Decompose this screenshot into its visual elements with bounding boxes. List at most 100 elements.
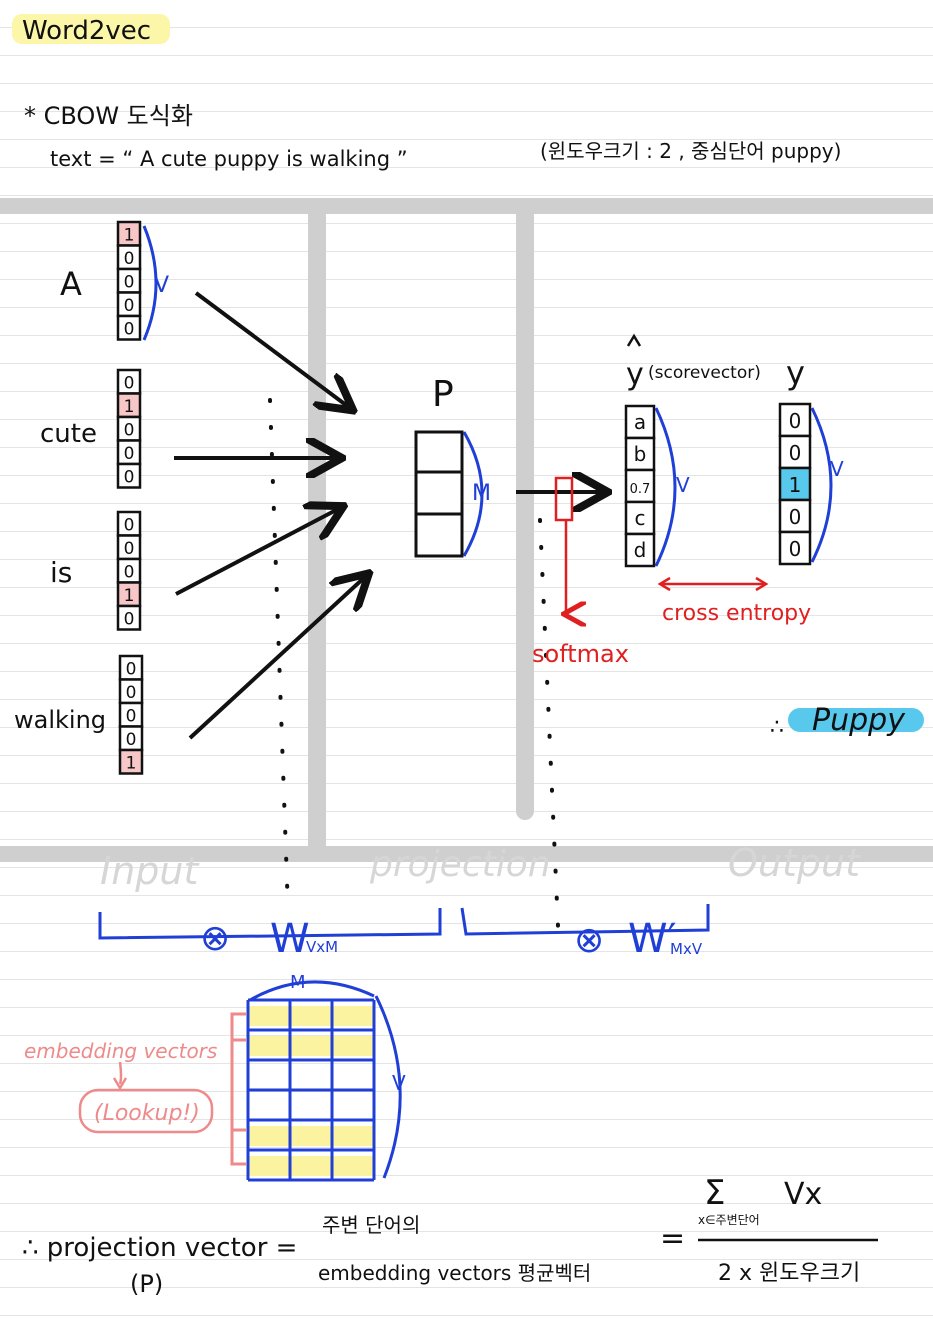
result-highlight [788, 708, 924, 732]
onehot-value: 0 [124, 319, 135, 339]
onehot-value: 0 [126, 659, 137, 679]
matrix-row-highlight [248, 1036, 374, 1056]
w-otimes: ⊗ [200, 918, 230, 959]
w-subscript: VxM [306, 938, 338, 956]
top-gray-band [0, 198, 933, 214]
m-label: M [472, 481, 491, 506]
embedding-vectors-label: embedding vectors [24, 1039, 217, 1063]
cross-entropy-label: cross entropy [662, 601, 811, 626]
sum-subscript: x∈주변단어 [698, 1213, 760, 1227]
y-value: 0 [789, 505, 802, 529]
yhat-cell [624, 404, 656, 440]
sum-variable: Vx [784, 1177, 822, 1212]
y-value: 1 [789, 473, 802, 497]
onehot-value: 0 [124, 373, 135, 393]
pv-desc-2: embedding vectors 평균벡터 [318, 1261, 591, 1285]
layer-label-input: Input [100, 849, 200, 893]
y-v-brace [810, 407, 833, 563]
yhat-value: b [634, 442, 647, 466]
projection-output-divider [516, 204, 534, 820]
input-word-is: is [50, 556, 72, 589]
onehot-value: 0 [124, 272, 135, 292]
onehot-value: 0 [124, 539, 135, 559]
onehot-cell [116, 462, 142, 489]
y-cell [778, 402, 812, 438]
input-word-cute: cute [40, 419, 97, 449]
v-brace [142, 225, 158, 341]
projection-label: P [432, 374, 454, 415]
yhat-value: 0.7 [630, 482, 651, 497]
matrix-m-label: M [290, 972, 306, 993]
input-word-walking: walking [14, 706, 106, 734]
lookup-bracket [230, 1012, 246, 1166]
lookup-bubble [78, 1088, 214, 1134]
lookup-label: (Lookup!) [94, 1101, 200, 1126]
onehot-value: 1 [124, 586, 135, 606]
onehot-value: 1 [126, 753, 137, 773]
w2-label: W′ [628, 916, 677, 962]
bottom-gray-band [0, 846, 933, 862]
result-word: Puppy [812, 703, 906, 738]
w2-bracket [460, 904, 710, 936]
yhat-value: a [634, 410, 646, 434]
onehot-value: 0 [126, 683, 137, 703]
w-bracket [98, 908, 442, 940]
denominator: 2 x 윈도우크기 [718, 1261, 860, 1286]
layer-label-output: Output [728, 841, 862, 885]
onehot-cell [116, 604, 142, 631]
layer-label-projection: projection [369, 844, 551, 885]
matrix-row-highlight [248, 1156, 374, 1176]
lookup-arrow [118, 1061, 123, 1085]
pv-label: ∴ projection vector = [22, 1233, 297, 1263]
yhat-value: d [634, 538, 647, 562]
yhat-label: y [626, 357, 644, 392]
y-value: 0 [789, 537, 802, 561]
matrix-m-brace [249, 980, 375, 1002]
matrix-v-label: V [392, 1071, 406, 1095]
w2-otimes: ⊗ [574, 920, 604, 961]
onehot-value: 0 [126, 730, 137, 750]
onehot-value: 0 [124, 296, 135, 316]
sum-symbol: Σ [704, 1173, 725, 1213]
y-v-label: V [830, 457, 844, 481]
page-title: Word2vec [22, 16, 151, 46]
w-label: W [270, 916, 310, 962]
eq-sign: = [660, 1221, 685, 1256]
onehot-value: 1 [124, 397, 135, 417]
w2-subscript: MxV [670, 940, 703, 958]
input-projection-divider [308, 204, 326, 856]
score-vector-label: (scorevector) [648, 363, 761, 383]
y-cell [778, 466, 812, 502]
y-cell [778, 434, 812, 470]
projection-cell-1 [414, 430, 464, 474]
onehot-value: 1 [124, 225, 135, 245]
onehot-value: 0 [124, 467, 135, 487]
arrow-walking-to-p [188, 576, 366, 740]
v-label: V [154, 273, 169, 298]
lookup-arrowhead [112, 1077, 128, 1091]
onehot-value: 0 [124, 609, 135, 629]
projection-cell-3 [414, 512, 464, 558]
m-brace [462, 431, 484, 557]
pv-desc-1: 주변 단어의 [322, 1213, 420, 1237]
heading: * CBOW 도식화 [24, 102, 193, 130]
y-label: y [786, 354, 805, 392]
arrow-a-to-p [194, 291, 350, 408]
onehot-cell [116, 314, 142, 341]
y-value: 0 [789, 441, 802, 465]
window-note: (윈도우크기 : 2 , 중심단어 puppy) [540, 139, 841, 163]
onehot-value: 0 [124, 562, 135, 582]
yhat-v-label: V [676, 473, 690, 497]
onehot-value: 0 [124, 420, 135, 440]
matrix-row-highlight [248, 1006, 374, 1026]
matrix-v-brace [374, 995, 402, 1179]
matrix-row-highlight [248, 1126, 374, 1146]
onehot-value: 0 [126, 706, 137, 726]
yhat-cell [624, 468, 656, 504]
onehot-value: 0 [124, 515, 135, 535]
projection-cell-2 [414, 470, 464, 516]
